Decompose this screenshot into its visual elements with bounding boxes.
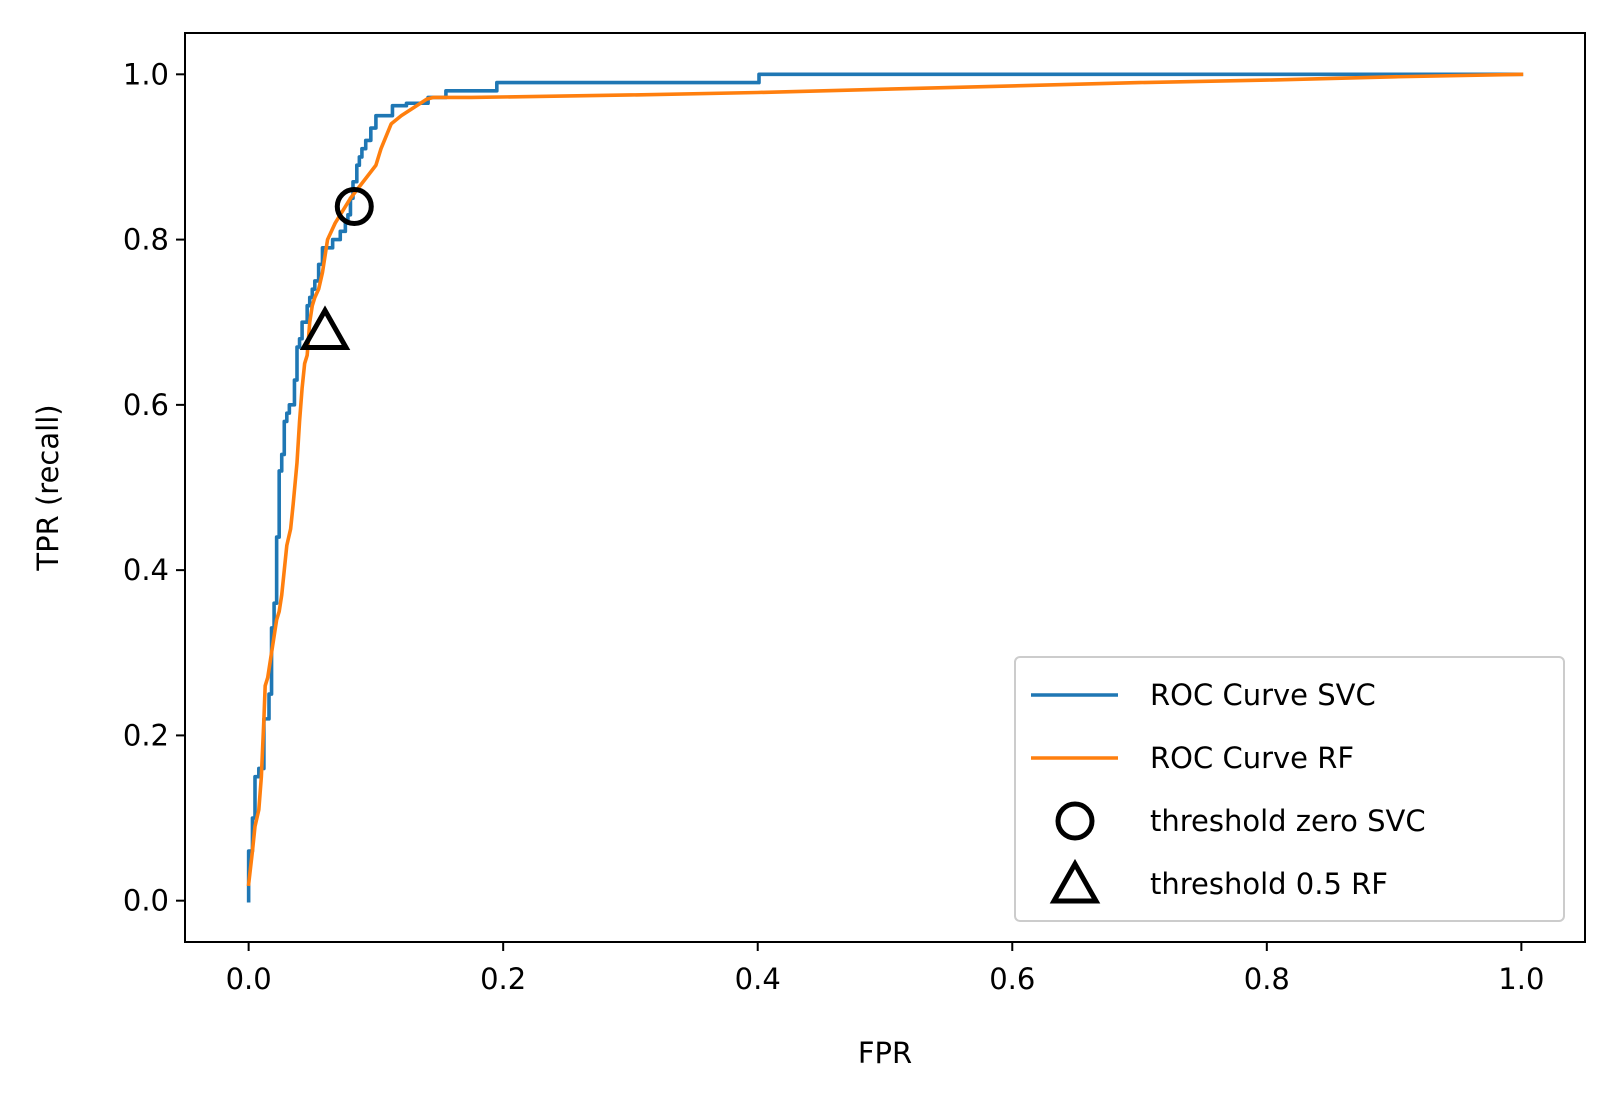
legend-swatch-triangle	[1049, 858, 1101, 904]
x-axis-ticks: 0.0 0.2 0.4 0.6 0.8 1.0	[226, 942, 1544, 996]
series-line-svc	[246, 72, 1524, 903]
legend: ROC Curve SVC ROC Curve RF threshold zero …	[1014, 656, 1565, 922]
x-axis-label: FPR	[858, 1036, 912, 1070]
y-tick-label: 1.0	[123, 57, 169, 91]
legend-box	[1014, 656, 1565, 922]
plot-frame	[184, 32, 1586, 943]
x-tick-label: 0.4	[735, 962, 781, 996]
y-tick-label: 0.6	[123, 388, 169, 422]
x-tick-label: 0.6	[989, 962, 1035, 996]
y-tick-label: 0.4	[123, 553, 169, 587]
y-axis-ticks: 0.0 0.2 0.4 0.6 0.8 1.0	[123, 57, 185, 918]
legend-label: ROC Curve RF	[1150, 741, 1354, 775]
legend-swatch-circle	[1055, 801, 1095, 841]
threshold-zero-svc-marker	[334, 187, 374, 227]
y-tick-label: 0.2	[123, 718, 169, 752]
legend-label: threshold zero SVC	[1150, 804, 1426, 838]
x-tick-label: 0.2	[480, 962, 526, 996]
series-line-rf	[246, 72, 1524, 887]
plot-data	[246, 72, 1524, 903]
x-tick-label: 1.0	[1498, 962, 1544, 996]
threshold-rf-marker	[299, 305, 351, 350]
legend-label: ROC Curve SVC	[1150, 678, 1376, 712]
y-tick-label: 0.0	[123, 884, 169, 918]
x-tick-label: 0.0	[226, 962, 272, 996]
y-axis-label: TPR (recall)	[31, 404, 65, 571]
x-tick-label: 0.8	[1244, 962, 1290, 996]
y-tick-label: 0.8	[123, 223, 169, 257]
legend-label: threshold 0.5 RF	[1150, 867, 1388, 901]
